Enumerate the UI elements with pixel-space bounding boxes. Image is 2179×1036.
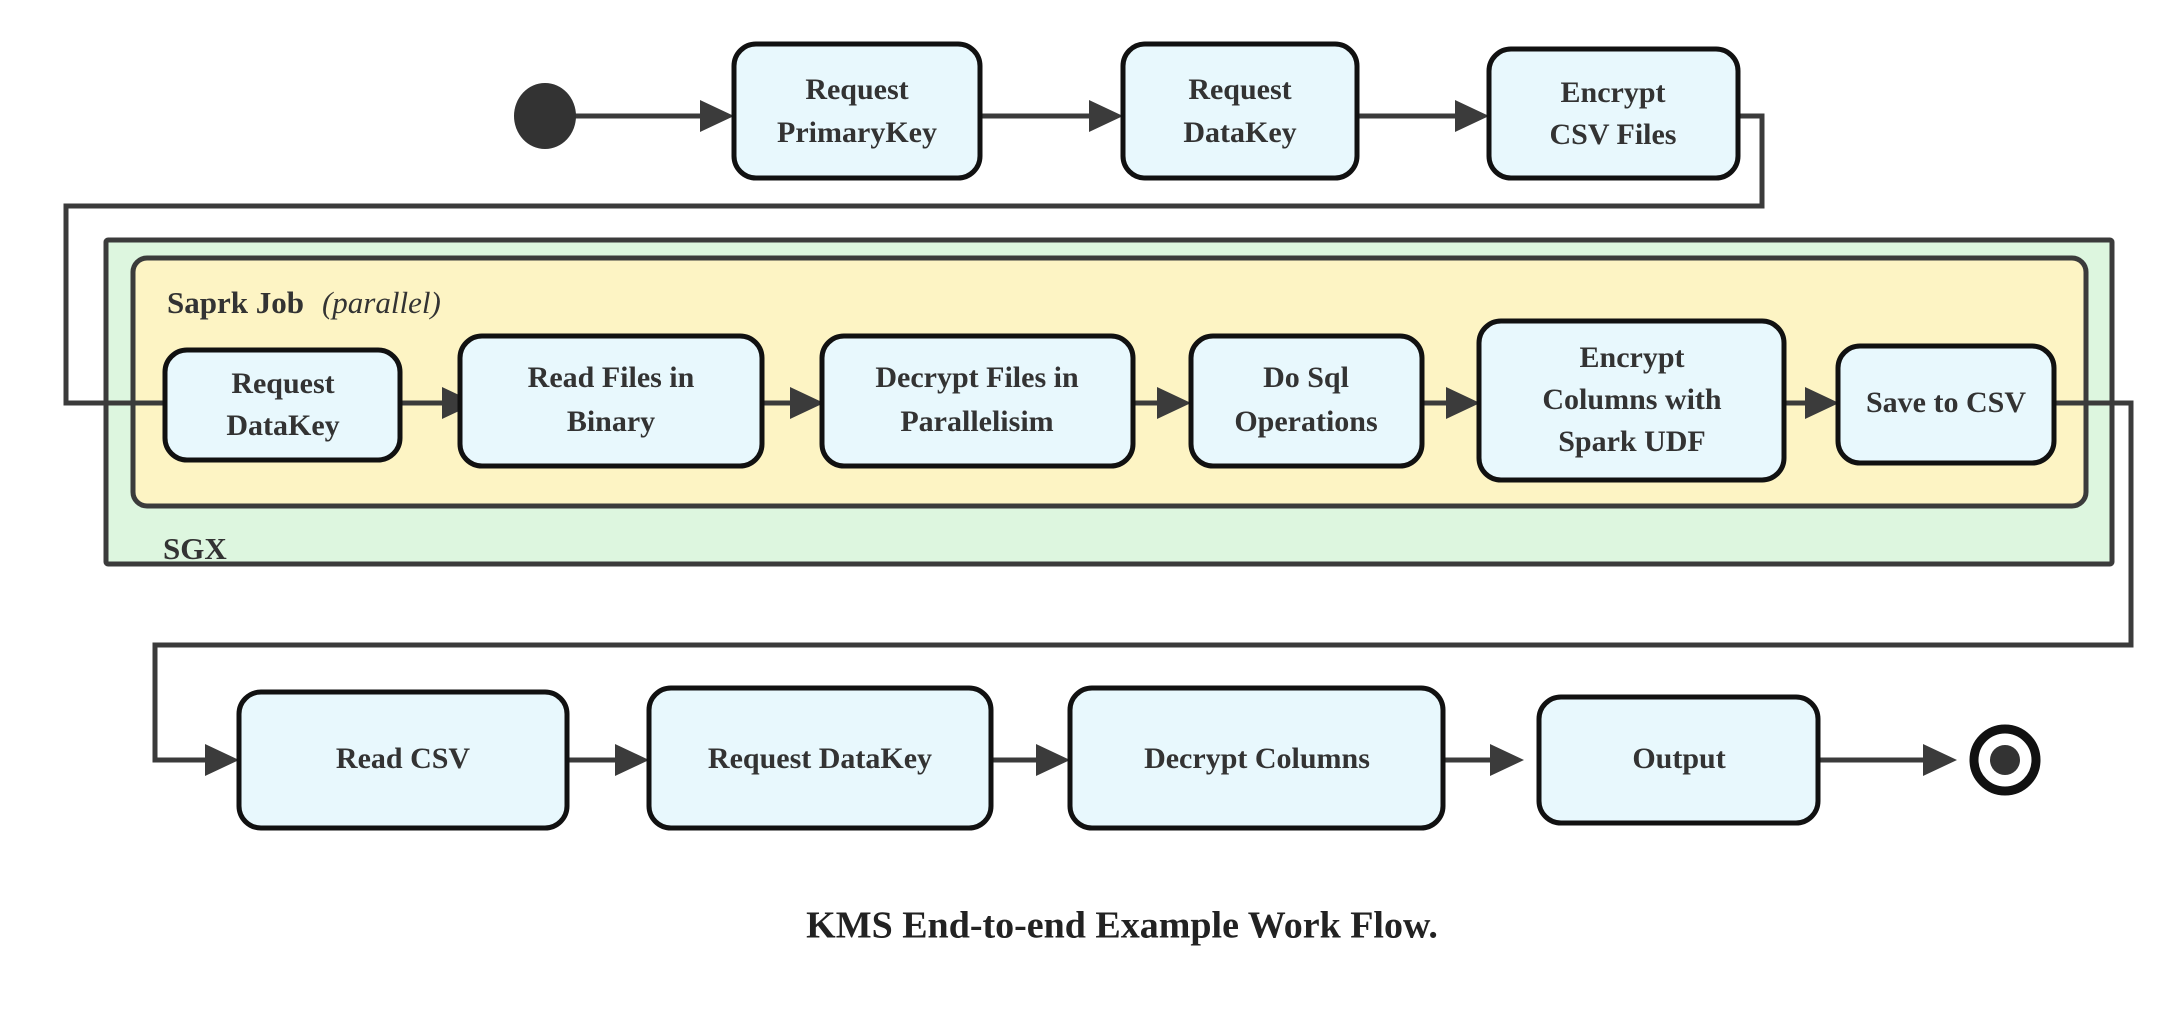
node-decrypt-columns-line-1: Decrypt Columns: [1144, 742, 1370, 775]
node-encrypt-csv-files[interactable]: Encrypt CSV Files: [1486, 46, 1741, 181]
node-decrypt-columns-rect[interactable]: [1067, 685, 1446, 831]
sgx-container-label: SGX: [163, 531, 227, 566]
spark-job-label-italic: (parallel): [322, 285, 441, 320]
spark-job-label-bold: Saprk Job: [167, 285, 304, 320]
node-output[interactable]: Output: [1536, 694, 1821, 826]
node-request-datakey-bottom-rect[interactable]: [646, 685, 994, 831]
node-encrypt-columns-with-spark-udf-rect[interactable]: [1476, 318, 1787, 483]
node-request-primarykey-line-2: PrimaryKey: [777, 116, 937, 149]
node-do-sql-operations[interactable]: Do Sql Operations: [1188, 333, 1425, 469]
node-encrypt-columns-with-spark-udf-line-1: Encrypt: [1580, 341, 1685, 374]
node-decrypt-files-in-parallelisim[interactable]: Decrypt Files in Parallelisim: [819, 333, 1136, 469]
node-request-datakey-spark-rect[interactable]: [162, 347, 403, 463]
node-encrypt-columns-with-spark-udf-line-2: Columns with: [1542, 383, 1722, 416]
node-encrypt-csv-files-line-1: Encrypt: [1561, 76, 1666, 109]
edge-start-to-request-primarykey: [568, 100, 734, 132]
node-request-primarykey[interactable]: Request PrimaryKey: [731, 41, 983, 181]
node-decrypt-columns[interactable]: Decrypt Columns: [1067, 685, 1446, 831]
node-read-csv-rect[interactable]: [236, 689, 570, 831]
edge-read-files-to-decrypt-files: [762, 387, 824, 419]
end-node: [1969, 724, 2041, 796]
node-save-to-csv-rect[interactable]: [1835, 343, 2057, 466]
node-encrypt-csv-files-rect[interactable]: [1486, 46, 1741, 181]
node-read-files-in-binary-line-2: Binary: [567, 405, 655, 438]
edge-primarykey-to-datakey: [980, 100, 1123, 132]
node-read-csv-line-1: Read CSV: [336, 742, 471, 775]
node-save-to-csv[interactable]: Save to CSV: [1835, 343, 2057, 466]
node-read-files-in-binary-line-1: Read Files in: [528, 361, 695, 394]
node-decrypt-files-in-parallelisim-line-1: Decrypt Files in: [875, 361, 1079, 394]
edge-decrypt-columns-to-output: [1443, 744, 1524, 776]
edge-read-csv-to-request-datakey: [567, 744, 649, 776]
node-do-sql-operations-line-2: Operations: [1234, 405, 1377, 438]
node-save-to-csv-line-1: Save to CSV: [1866, 386, 2026, 419]
node-read-files-in-binary-rect[interactable]: [457, 333, 765, 469]
node-do-sql-operations-line-1: Do Sql: [1263, 361, 1349, 394]
node-request-datakey-spark[interactable]: Request DataKey: [162, 347, 403, 463]
node-request-datakey-spark-line-1: Request: [231, 367, 334, 400]
node-request-datakey-top-line-1: Request: [1188, 73, 1291, 106]
edge-decrypt-files-to-do-sql: [1133, 387, 1191, 419]
node-request-datakey-top[interactable]: Request DataKey: [1120, 41, 1360, 181]
edge-encrypt-columns-to-save-csv: [1784, 387, 1839, 419]
node-encrypt-csv-files-line-2: CSV Files: [1550, 118, 1677, 151]
edge-output-to-end: [1818, 744, 1957, 776]
node-request-datakey-spark-line-2: DataKey: [226, 409, 339, 442]
edge-datakey-to-encrypt-csv: [1357, 100, 1489, 132]
node-output-rect[interactable]: [1536, 694, 1821, 826]
node-request-datakey-bottom[interactable]: Request DataKey: [646, 685, 994, 831]
node-encrypt-columns-with-spark-udf[interactable]: Encrypt Columns with Spark UDF: [1476, 318, 1787, 483]
edge-request-datakey-to-decrypt-columns: [991, 744, 1070, 776]
node-decrypt-files-in-parallelisim-rect[interactable]: [819, 333, 1136, 469]
spark-job-container-label: Saprk Job (parallel): [167, 285, 441, 320]
node-read-files-in-binary[interactable]: Read Files in Binary: [457, 333, 765, 469]
node-request-primarykey-rect[interactable]: [731, 41, 983, 181]
node-do-sql-operations-rect[interactable]: [1188, 333, 1425, 469]
node-request-datakey-top-rect[interactable]: [1120, 41, 1360, 181]
start-node: [514, 83, 576, 149]
node-encrypt-columns-with-spark-udf-line-3: Spark UDF: [1558, 425, 1706, 458]
diagram-caption: KMS End-to-end Example Work Flow.: [806, 905, 1438, 947]
node-request-datakey-top-line-2: DataKey: [1183, 116, 1296, 149]
edge-save-csv-to-read-csv: [152, 400, 2134, 776]
node-request-datakey-bottom-line-1: Request DataKey: [708, 742, 932, 775]
node-request-primarykey-line-1: Request: [805, 73, 908, 106]
node-output-line-1: Output: [1632, 742, 1725, 775]
node-read-csv[interactable]: Read CSV: [236, 689, 570, 831]
edge-do-sql-to-encrypt-columns: [1422, 387, 1480, 419]
node-decrypt-files-in-parallelisim-line-2: Parallelisim: [900, 405, 1053, 438]
